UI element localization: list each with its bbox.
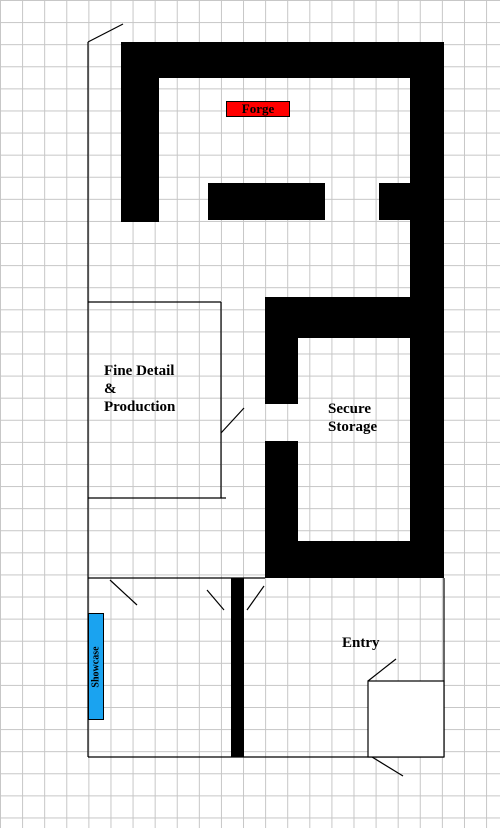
forge-wall-left xyxy=(121,42,159,222)
showcase-label: Showcase xyxy=(90,645,102,688)
showcase-door-swing xyxy=(109,579,138,606)
forge-counter xyxy=(208,183,325,220)
entry-door-swing-outer xyxy=(371,756,404,777)
top-left-door-swing xyxy=(87,23,124,43)
forge-wall-stub xyxy=(379,183,444,220)
showcase-marker: Showcase xyxy=(88,613,104,720)
divider-door-swing-left xyxy=(206,589,225,611)
fine-detail-label: Fine Detail & Production xyxy=(104,363,176,415)
storage-wall-left-upper xyxy=(265,297,298,404)
entry-door-swing-inner xyxy=(367,658,397,682)
secure-storage-label: Secure Storage xyxy=(328,401,378,435)
lower-divider-wall xyxy=(231,578,244,757)
forge-label: Forge xyxy=(226,101,290,117)
fine-detail-door-swing xyxy=(220,407,245,434)
forge-wall-top xyxy=(121,42,444,78)
entry-label: Entry xyxy=(342,635,380,651)
storage-wall-right xyxy=(410,398,444,578)
entry-vestibule xyxy=(367,680,445,758)
divider-door-swing-right xyxy=(246,585,265,611)
